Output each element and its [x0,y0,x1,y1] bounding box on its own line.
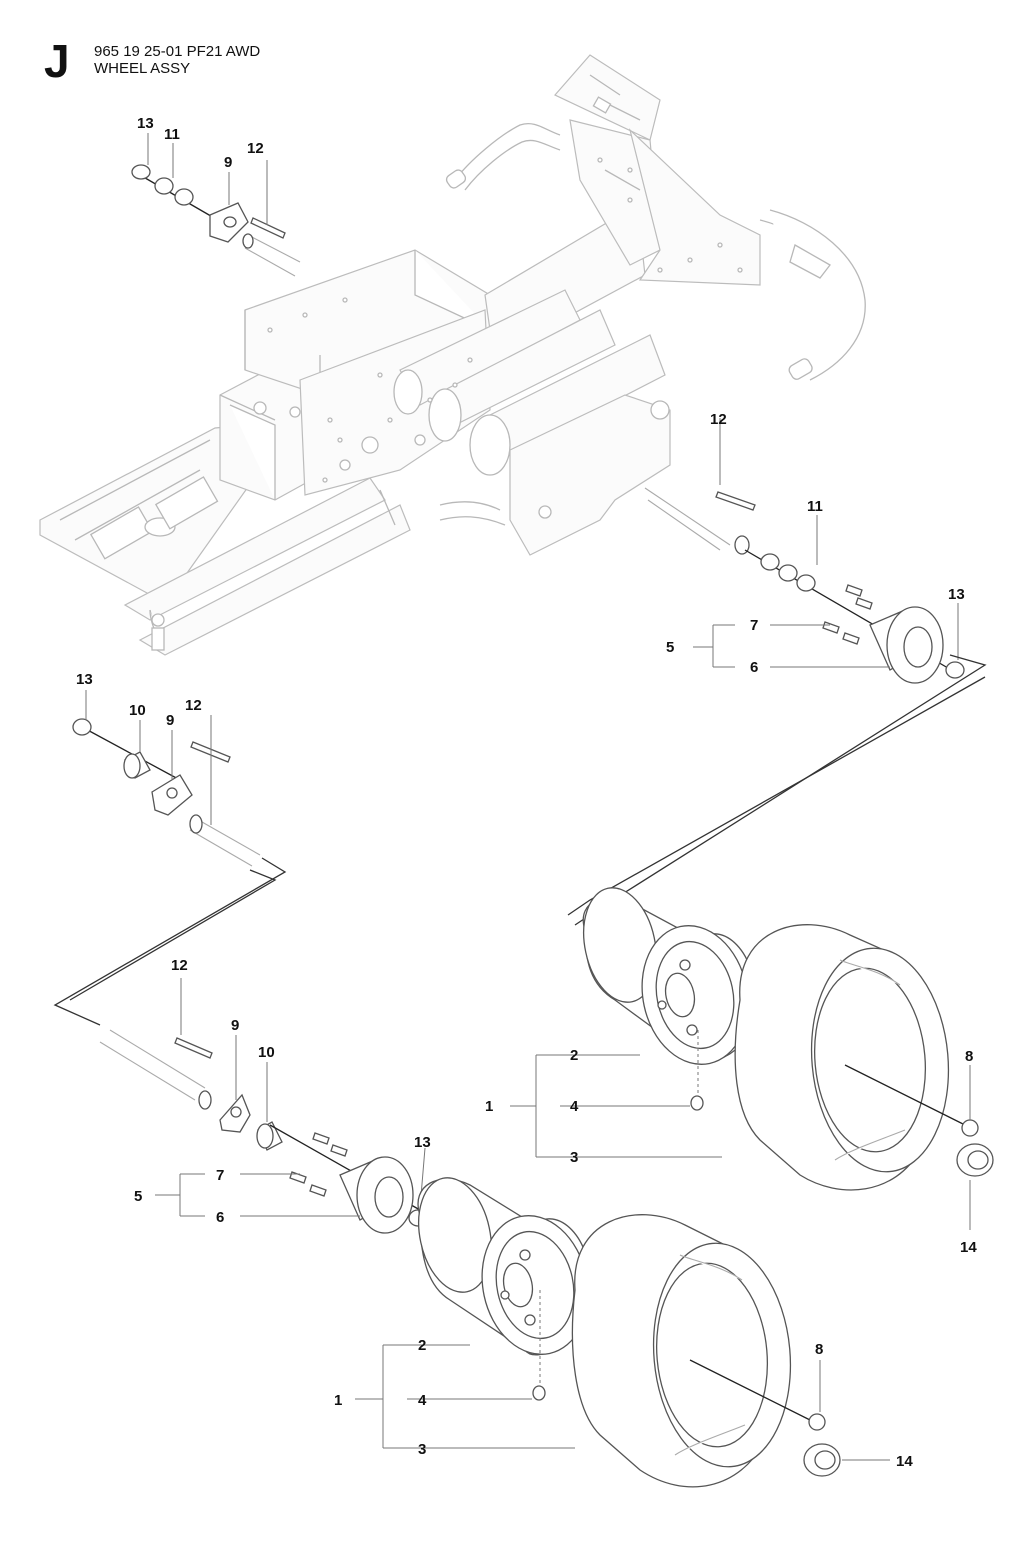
tractor-frame [39,54,866,656]
valve-4-lower [532,1385,546,1401]
callout-8: 8 [965,1048,973,1065]
callout-4: 4 [418,1392,427,1409]
key-12-upper-right [715,491,756,511]
callout-3: 3 [570,1149,578,1166]
part-number: 965 19 25-01 PF21 AWD [94,43,261,60]
upper-right-wheel [510,887,994,1230]
section-letter: J [44,35,70,87]
callout-13: 13 [76,671,93,688]
key-12-lower-left [174,1037,213,1059]
callout-13: 13 [414,1134,431,1151]
upper-right-hub-assembly [644,418,965,684]
washer-11-upper-right-a [760,553,780,571]
key-12-upper-left [250,217,286,239]
header: J 965 19 25-01 PF21 AWD WHEEL ASSY [0,0,1024,90]
callout-11: 11 [807,498,823,515]
callout-12: 12 [185,697,202,714]
callout-3: 3 [418,1441,426,1458]
callout-10: 10 [129,702,146,719]
callout-5: 5 [134,1188,142,1205]
callout-labels: 13 11 9 12 12 11 13 7 5 6 13 10 9 12 2 1… [76,115,977,1470]
washer-11-upper-right-b [778,564,798,582]
callout-7: 7 [216,1167,224,1184]
assembly-name: WHEEL ASSY [94,60,191,77]
callout-5: 5 [666,639,674,656]
callout-13: 13 [948,586,965,603]
callout-6: 6 [216,1209,224,1226]
callout-13: 13 [137,115,154,132]
callout-12: 12 [247,140,264,157]
callout-7: 7 [750,617,758,634]
callout-11: 11 [164,126,180,143]
callout-2: 2 [418,1337,426,1354]
valve-4-upper-right [690,1095,704,1111]
callout-9: 9 [231,1017,239,1034]
callout-1: 1 [334,1392,342,1409]
callout-9: 9 [166,712,174,729]
callout-14: 14 [960,1239,977,1256]
callout-12: 12 [171,957,188,974]
callout-6: 6 [750,659,758,676]
callout-10: 10 [258,1044,275,1061]
nut-8-upper-right [961,1119,979,1137]
upper-left-hardware [131,133,301,277]
callout-9: 9 [224,154,232,171]
retaining-ring-13-upper-left [131,164,151,180]
callout-14: 14 [896,1453,913,1470]
callout-1: 1 [485,1098,493,1115]
washer-11-upper-left-b [174,188,194,206]
callout-4: 4 [570,1098,579,1115]
lower-left-hub-assembly [99,978,428,1234]
lower-wheel [355,1177,890,1488]
callout-2: 2 [570,1047,578,1064]
middle-left-hardware [72,690,261,867]
callout-8: 8 [815,1341,823,1358]
retaining-ring-13-middle-left [72,718,92,736]
nut-8-lower [808,1413,826,1431]
callout-12: 12 [710,411,727,428]
retaining-ring-13-upper-right [945,661,965,679]
washer-11-upper-left-a [154,177,174,195]
